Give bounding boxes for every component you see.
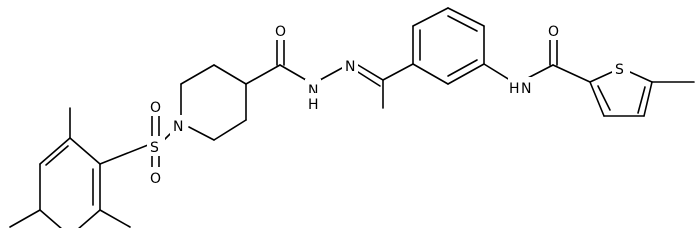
atom-labels: O N H N N S O O O H N S <box>147 20 630 187</box>
bond-mesityl-1-inner <box>45 145 69 166</box>
bond-pip-5 <box>213 119 247 141</box>
bond-benz-5-inner <box>447 59 478 77</box>
atom-h-hydrazide: H <box>308 97 319 113</box>
bond-imine-b <box>357 71 381 87</box>
bond-benz-5 <box>447 63 485 85</box>
atom-s-thiophene: S <box>615 62 624 78</box>
bond-benz-6 <box>412 63 449 85</box>
atom-n-imine: N <box>345 59 355 75</box>
bond-benz-3-inner <box>447 15 478 32</box>
bond-methyl-left <box>9 209 41 228</box>
bonds <box>9 7 695 228</box>
bond-methyl-right <box>99 209 131 228</box>
atom-o-sulfonyl-down: O <box>150 171 161 187</box>
bond-benz-3 <box>447 7 485 27</box>
bond-imine-a <box>357 64 384 81</box>
bond-mesityl-4 <box>78 209 101 228</box>
bond-benz-2 <box>412 7 449 27</box>
atom-s-sulfonyl: S <box>150 140 159 156</box>
atom-o-sulfonyl-up: O <box>150 100 161 116</box>
atom-n-piperidine: N <box>173 119 183 135</box>
bond-imine-aryl <box>382 63 414 81</box>
bond-pip-3 <box>213 64 247 85</box>
bond-aryl-sulfur <box>99 144 149 165</box>
bond-thio-2 <box>629 71 653 83</box>
bond-carbonyl-nh <box>279 64 307 81</box>
bond-pip-2 <box>180 64 215 85</box>
bond-mesityl-3 <box>39 209 62 228</box>
bond-mesityl-6 <box>69 137 101 165</box>
atom-h-anilide: H <box>509 81 520 97</box>
atom-o-amide1: O <box>275 24 286 40</box>
bond-thio-5-inner <box>597 85 611 111</box>
atom-o-amide2: O <box>548 24 559 40</box>
bond-aryl-nh <box>483 63 511 81</box>
atom-n-hydrazide: N <box>308 83 318 99</box>
bond-carbonyl-thiophene <box>552 64 591 83</box>
bond-thio-1 <box>589 71 613 83</box>
atom-n-anilide: N <box>521 81 531 97</box>
bond-c4-carbonyl <box>245 64 281 85</box>
bond-n-n <box>319 67 343 81</box>
chemical-structure-diagram: O N H N N S O O O H N S <box>9 7 695 228</box>
bond-thio-3-inner <box>637 86 646 114</box>
bond-pip-6 <box>188 126 215 141</box>
bond-thio-3 <box>643 81 653 117</box>
bond-thio-5 <box>589 81 605 117</box>
bond-mesityl-1 <box>39 137 71 165</box>
